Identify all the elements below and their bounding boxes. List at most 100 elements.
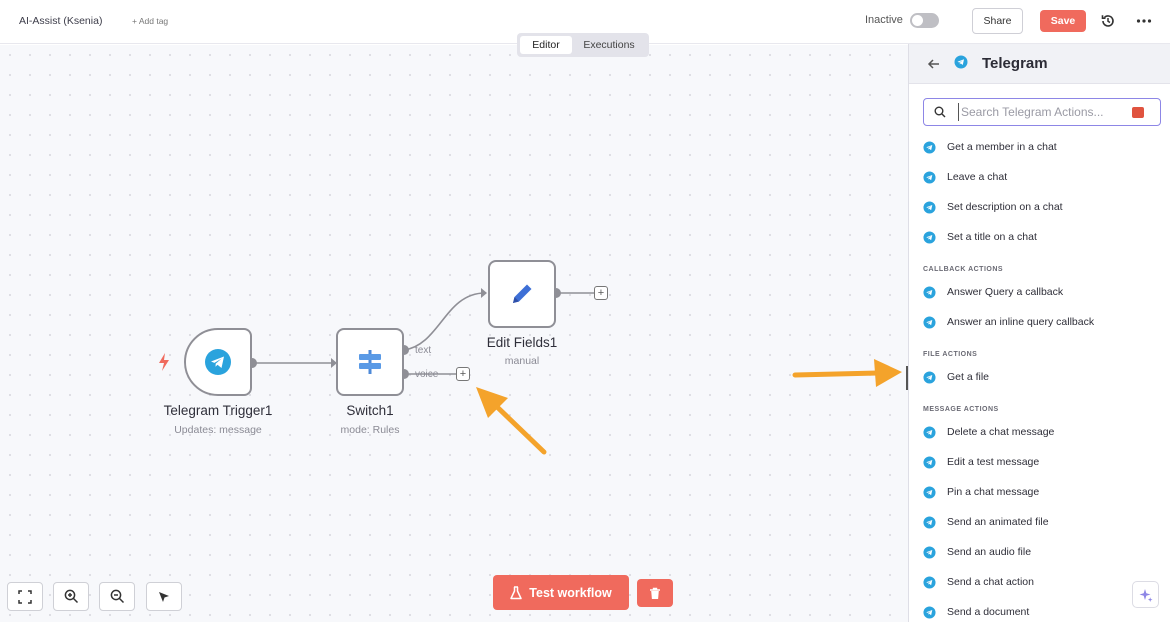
zoom-out-icon — [110, 589, 124, 604]
telegram-action-icon — [923, 485, 936, 499]
telegram-action-icon — [923, 170, 936, 184]
action-item-label: Get a file — [947, 371, 990, 383]
zoom-in-button[interactable] — [53, 582, 89, 611]
action-item[interactable]: Pin a chat message — [923, 482, 1039, 502]
fit-view-button[interactable] — [7, 582, 43, 611]
section-label-file_label: FILE ACTIONS — [923, 351, 978, 358]
action-item-label: Edit a test message — [947, 456, 1040, 468]
search-input[interactable] — [958, 103, 1128, 121]
section-label-message_label: MESSAGE ACTIONS — [923, 406, 999, 413]
select-mode-button[interactable] — [146, 582, 182, 611]
action-item[interactable]: Leave a chat — [923, 167, 1007, 187]
node-telegram-trigger[interactable] — [184, 328, 252, 396]
test-workflow-label: Test workflow — [529, 585, 612, 600]
telegram-action-icon — [923, 515, 936, 529]
switch-icon — [359, 350, 381, 374]
panel-edge-marker — [906, 366, 908, 390]
node-switch[interactable] — [336, 328, 404, 396]
ai-assistant-button[interactable] — [1132, 581, 1159, 608]
node-title-edit: Edit Fields1 — [486, 335, 558, 350]
workflow-title[interactable]: AI-Assist (Ksenia) — [19, 15, 103, 27]
fit-view-icon — [18, 589, 32, 604]
action-item[interactable]: Get a file — [923, 367, 989, 387]
action-item-label: Send an audio file — [947, 546, 1032, 558]
flask-icon — [510, 585, 523, 599]
more-options-icon[interactable] — [1135, 12, 1153, 30]
search-icon — [934, 106, 946, 118]
action-item[interactable]: Set description on a chat — [923, 197, 1063, 217]
add-node-edit-button[interactable]: + — [594, 286, 608, 300]
node-edit-fields[interactable] — [488, 260, 556, 328]
add-node-voice-button[interactable]: + — [456, 367, 470, 381]
delete-button[interactable] — [637, 579, 673, 607]
telegram-action-icon — [923, 545, 936, 559]
pencil-icon — [513, 284, 532, 303]
action-item-label: Leave a chat — [947, 171, 1008, 183]
action-item[interactable]: Send a chat action — [923, 572, 1034, 592]
action-item[interactable]: Send an audio file — [923, 542, 1031, 562]
action-item[interactable]: Edit a test message — [923, 452, 1039, 472]
connection-switch-edit — [403, 292, 486, 351]
panel-title: Telegram — [982, 55, 1048, 72]
action-item-label: Set a title on a chat — [947, 231, 1037, 243]
action-item[interactable]: Set a title on a chat — [923, 227, 1037, 247]
node-title-switch: Switch1 — [346, 403, 394, 418]
telegram-icon — [205, 349, 231, 375]
section-label-callback_label: CALLBACK ACTIONS — [923, 266, 1004, 273]
telegram-action-icon — [923, 200, 936, 214]
share-button[interactable]: Share — [972, 8, 1023, 34]
switch-output-label-voice: voice — [415, 369, 439, 380]
action-item-label: Delete a chat message — [947, 426, 1055, 438]
search-box[interactable] — [923, 98, 1161, 126]
history-icon[interactable] — [1099, 12, 1117, 30]
save-button[interactable]: Save — [1040, 10, 1086, 32]
action-item-label: Pin a chat message — [947, 486, 1040, 498]
node-subtitle-edit: manual — [504, 355, 540, 367]
action-item-label: Answer Query a callback — [947, 286, 1064, 298]
action-item[interactable]: Send an animated file — [923, 512, 1049, 532]
zoom-out-button[interactable] — [99, 582, 135, 611]
test-workflow-button[interactable]: Test workflow — [493, 575, 629, 610]
telegram-action-icon — [923, 315, 936, 329]
action-item[interactable]: Answer an inline query callback — [923, 312, 1094, 332]
action-item-label: Set description on a chat — [947, 201, 1063, 213]
node-subtitle-switch: mode: Rules — [340, 424, 400, 436]
action-item[interactable]: Delete a chat message — [923, 422, 1054, 442]
tab-executions[interactable]: Executions — [583, 39, 635, 51]
connections-layer — [247, 288, 594, 455]
cursor-icon — [159, 591, 169, 602]
node-title-trigger: Telegram Trigger1 — [163, 403, 273, 418]
trigger-bolt-icon — [159, 353, 169, 371]
action-item-label: Send an animated file — [947, 516, 1049, 528]
zoom-in-icon — [64, 589, 78, 604]
telegram-action-icon — [923, 230, 936, 244]
annotation-arrow-panel — [792, 359, 902, 387]
mode-switch: Editor Executions — [517, 33, 649, 57]
status-label: Inactive — [865, 14, 903, 26]
action-item[interactable]: Answer Query a callback — [923, 282, 1063, 302]
action-item-label: Send a document — [947, 606, 1030, 618]
panel-header: Telegram — [909, 44, 1170, 84]
action-item-label: Answer an inline query callback — [947, 316, 1095, 328]
tab-editor[interactable]: Editor — [520, 36, 572, 54]
telegram-action-icon — [923, 285, 936, 299]
extension-badge-icon — [1132, 107, 1144, 118]
telegram-action-icon — [923, 605, 936, 619]
telegram-header-icon — [954, 55, 968, 69]
telegram-action-icon — [923, 575, 936, 589]
workflow-canvas[interactable] — [0, 45, 908, 622]
annotation-arrow-canvas — [476, 387, 547, 455]
action-item-label: Get a member in a chat — [947, 141, 1057, 153]
back-arrow-icon[interactable] — [927, 57, 941, 71]
active-toggle[interactable] — [910, 13, 939, 28]
telegram-action-icon — [923, 140, 936, 154]
add-tag-link[interactable]: + Add tag — [132, 16, 169, 26]
action-item[interactable]: Send a document — [923, 602, 1029, 622]
switch-output-label-text: text — [415, 345, 432, 356]
action-item[interactable]: Get a member in a chat — [923, 137, 1057, 157]
action-item-label: Send a chat action — [947, 576, 1034, 588]
sparkle-icon — [1139, 588, 1152, 602]
node-subtitle-trigger: Updates: message — [174, 424, 262, 436]
telegram-action-icon — [923, 425, 936, 439]
